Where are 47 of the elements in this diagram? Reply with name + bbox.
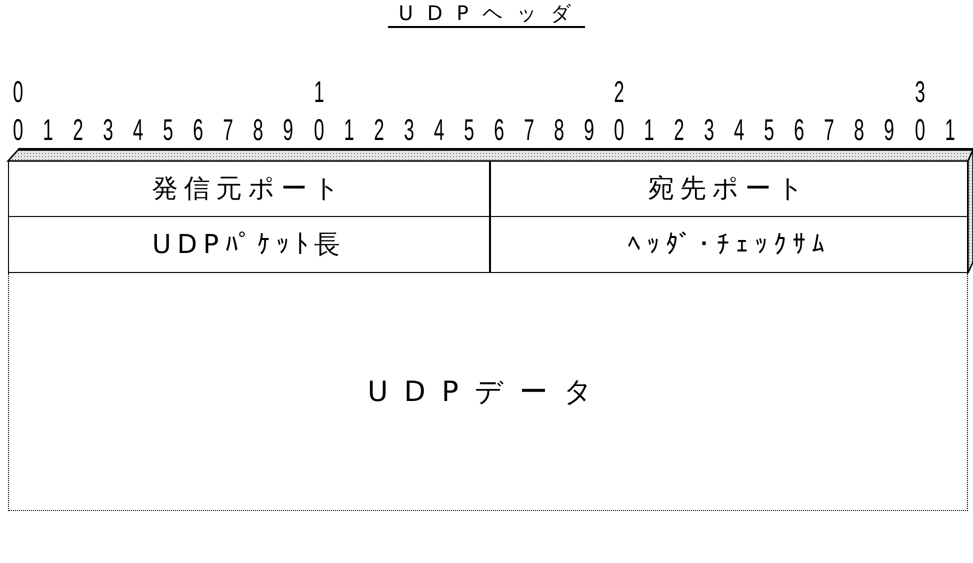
field-cell	[8, 217, 490, 273]
field-cell	[490, 217, 968, 273]
data-area	[8, 273, 968, 511]
bit-number: 8	[552, 118, 566, 144]
bit-decade-number: 3	[913, 80, 926, 106]
bit-number: 3	[702, 118, 716, 144]
bit-number: 5	[763, 118, 776, 144]
bit-number: 1	[943, 118, 956, 144]
bit-number: 7	[522, 118, 536, 144]
bit-number: 4	[733, 118, 746, 144]
bit-number: 1	[342, 118, 355, 144]
bit-number: 2	[72, 118, 84, 144]
field-name: ﾍｯﾀﾞ･ﾁｪｯｸｻﾑ	[628, 230, 830, 260]
bit-number: 9	[582, 118, 596, 144]
bit-number: 7	[222, 118, 235, 144]
bit-number: 0	[312, 118, 325, 144]
bit-number: 6	[192, 118, 204, 144]
bit-number: 4	[432, 118, 445, 144]
bit-number: 6	[492, 118, 505, 144]
bit-number: 9	[282, 118, 295, 144]
bit-number: 3	[402, 118, 415, 144]
field-name: 発信元ポート	[152, 173, 346, 206]
bit-decade-number: 2	[612, 80, 626, 106]
bit-number: 0	[913, 118, 926, 144]
title: UDPヘッダ	[388, 1, 585, 28]
bit-number: 3	[102, 118, 114, 144]
bit-number: 0	[12, 118, 24, 144]
bit-number: 4	[132, 118, 144, 144]
bit-decade-number: 1	[312, 80, 325, 106]
bit-number: 1	[42, 118, 54, 144]
bit-number: 8	[252, 118, 265, 144]
bit-number: 9	[883, 118, 896, 144]
field-name: UDPデータ	[368, 374, 608, 410]
bit-number: 2	[672, 118, 686, 144]
bit-number: 5	[162, 118, 174, 144]
bit-number: 6	[793, 118, 806, 144]
field-cell	[490, 161, 968, 217]
bit-number: 2	[372, 118, 385, 144]
bit-decade-number: 0	[12, 80, 24, 106]
bit-number: 7	[823, 118, 836, 144]
field-cell	[8, 161, 490, 217]
field-name: UDPﾊﾟｹｯﾄ長	[152, 229, 346, 262]
field-name: 宛先ポート	[648, 173, 810, 206]
bit-number: 5	[462, 118, 475, 144]
bit-number: 8	[853, 118, 866, 144]
bit-number: 1	[642, 118, 656, 144]
bit-number: 0	[612, 118, 626, 144]
